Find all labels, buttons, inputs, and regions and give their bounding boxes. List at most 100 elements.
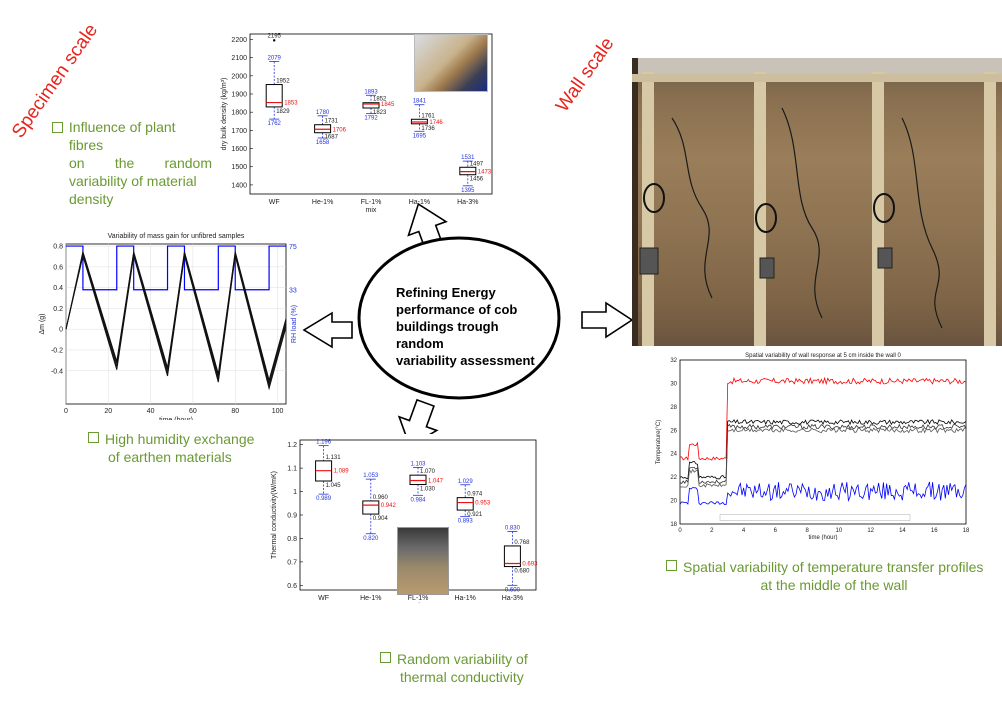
x-tick-label: Ha-1%: [454, 595, 475, 602]
y-tick-label: 0.2: [53, 306, 63, 313]
center-title: Refining Energy performance of cob build…: [396, 285, 535, 368]
q3-label: 1761: [421, 113, 435, 119]
q3-label: 0.960: [373, 495, 389, 501]
min-label: 1695: [413, 133, 427, 139]
x-axis-label: mix: [366, 207, 377, 214]
mass-gain-series: [65, 253, 287, 391]
wall-photo: [632, 58, 1002, 346]
x-tick-label: 6: [774, 528, 778, 534]
y-tick-label: 1600: [231, 146, 247, 153]
y-tick-label: 2200: [231, 37, 247, 44]
y-tick-label: -0.4: [51, 368, 63, 375]
q1-label: 1.045: [326, 483, 342, 489]
box: [265, 84, 283, 108]
y-tick-label: 0.9: [287, 513, 297, 520]
x-tick-label: 12: [867, 528, 874, 534]
temperature-chart: Spatial variability of wall response at …: [650, 350, 978, 541]
min-label: 1395: [461, 188, 475, 194]
max-label: 1.196: [316, 440, 332, 446]
y2-tick-label: 75: [289, 244, 297, 251]
y-tick-label: 1700: [231, 128, 247, 135]
x-tick-label: 10: [836, 528, 843, 534]
y-tick-label: 1900: [231, 92, 247, 99]
y-tick-label: 0.6: [287, 583, 297, 590]
x-tick-label: 0: [678, 528, 682, 534]
y-tick-label: 18: [670, 522, 677, 528]
x-tick-label: WF: [318, 595, 329, 602]
outlier-label: 2195: [268, 33, 282, 39]
y-tick-label: 0.4: [53, 285, 63, 292]
y-tick-label: 0.6: [53, 264, 63, 271]
y-tick-label: 1400: [231, 182, 247, 189]
conductivity-caption: Random variability of thermal conductivi…: [380, 650, 550, 686]
center-ellipse: [357, 236, 561, 400]
y-axis-label: dry bulk density (kg/m³): [221, 78, 228, 151]
plot-frame: [249, 33, 493, 195]
x-tick-label: WF: [269, 199, 280, 206]
x-tick-label: Ha-1%: [409, 199, 430, 206]
y-tick-label: 22: [670, 475, 677, 481]
x-axis-label: mix: [413, 603, 424, 604]
min-label: 1762: [268, 121, 282, 127]
max-label: 1893: [364, 89, 378, 95]
y-axis-label: Temperature(°C): [656, 420, 662, 464]
y-tick-label: 0.8: [53, 244, 63, 251]
temperature-series-blue: [679, 481, 967, 506]
x-tick-label: Ha-3%: [457, 199, 478, 206]
temperature-series-black: [679, 427, 967, 488]
y-tick-label: 32: [670, 358, 677, 364]
chart-title: Variability of mass gain for unfibred sa…: [108, 233, 245, 240]
q1-label: 1736: [421, 126, 435, 132]
rh-load-series: [66, 245, 286, 291]
box: [409, 474, 427, 486]
min-label: 1792: [364, 116, 378, 122]
y-tick-label: 1: [293, 489, 297, 496]
mean-label: 0.693: [522, 562, 538, 568]
y-tick-label: 1.1: [287, 466, 297, 473]
outlier-point: [273, 39, 276, 42]
max-label: 1841: [413, 99, 427, 105]
max-label: 1.029: [458, 479, 474, 485]
y-tick-label: 24: [670, 452, 677, 458]
humidity-caption: High humidity exchange of earthen materi…: [88, 430, 278, 466]
q3-label: 1.070: [420, 469, 436, 475]
x-tick-label: FL-1%: [408, 595, 429, 602]
q3-label: 1952: [276, 79, 290, 85]
plot-frame: [679, 359, 967, 525]
x-tick-label: He-1%: [360, 595, 381, 602]
y2-tick-label: 33: [289, 288, 297, 295]
q1-label: 1687: [325, 135, 339, 141]
box: [362, 102, 380, 109]
mass-gain-chart: Variability of mass gain for unfibred sa…: [32, 228, 298, 424]
max-label: 1.103: [410, 461, 426, 467]
max-label: 2079: [268, 55, 282, 61]
box: [456, 497, 474, 511]
max-label: 0.830: [505, 525, 521, 531]
y-tick-label: 28: [670, 405, 677, 411]
mean-label: 1706: [333, 127, 347, 133]
x-tick-label: He-1%: [312, 199, 333, 206]
mass-gain-series: [65, 249, 287, 383]
q1-label: 0.921: [467, 512, 483, 518]
arrow-to-wall-icon: [581, 301, 634, 339]
x-tick-label: 18: [963, 528, 970, 534]
specimen-photo: [414, 34, 488, 92]
y-tick-label: 0.8: [287, 536, 297, 543]
min-label: 1658: [316, 140, 330, 146]
mean-label: 1473: [478, 170, 492, 176]
q1-label: 0.904: [373, 516, 389, 522]
q3-label: 1497: [470, 161, 484, 167]
q1-label: 1456: [470, 177, 484, 183]
min-label: 0.820: [363, 536, 379, 542]
box: [503, 545, 521, 568]
max-label: 1780: [316, 110, 330, 116]
x-tick-label: 2: [710, 528, 714, 534]
density-caption: Influence of plant fibres on the random …: [52, 118, 212, 208]
x-tick-label: 16: [931, 528, 938, 534]
mean-label: 1.047: [428, 479, 444, 485]
x-tick-label: 14: [899, 528, 906, 534]
arrow-to-humidity-icon: [302, 311, 353, 349]
y-tick-label: 0: [59, 327, 63, 334]
